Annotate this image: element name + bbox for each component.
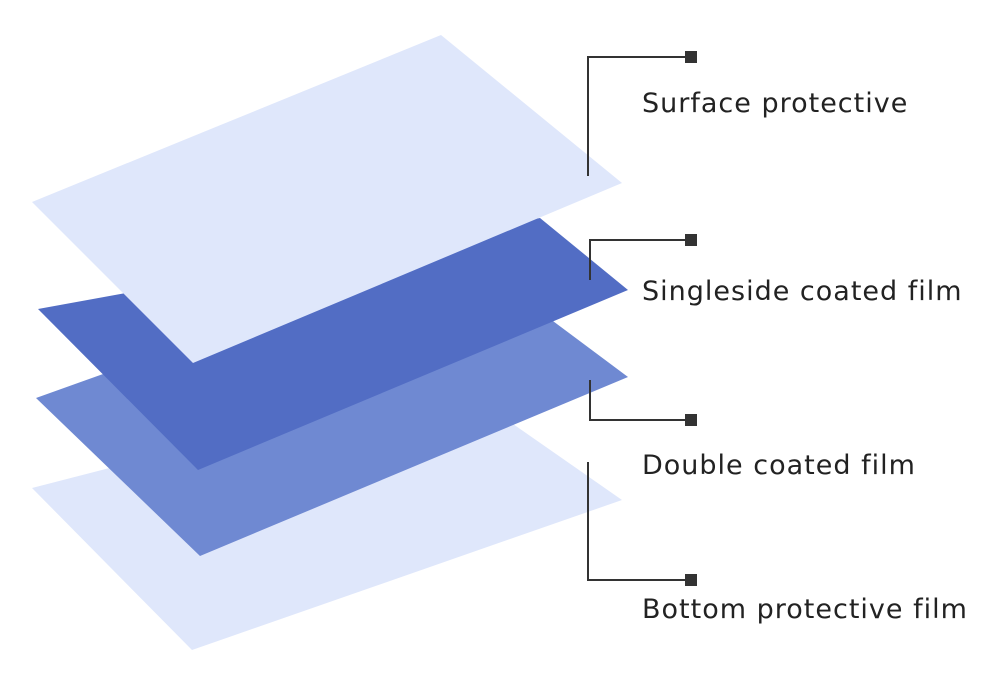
marker-square-bottom [685, 574, 697, 586]
label-bottom-protective-film: Bottom protective film [642, 594, 968, 625]
surface-protective-sheet [32, 35, 622, 363]
label-double-coated-film: Double coated film [642, 450, 916, 481]
leader-line-surface [587, 56, 690, 176]
leader-lines [587, 56, 690, 581]
marker-square-singleside [685, 234, 697, 246]
singleside-coated-film-sheet [38, 218, 628, 470]
leader-line-singleside [589, 239, 690, 280]
marker-square-surface [685, 51, 697, 63]
label-singleside-coated-film: Singleside coated film [642, 276, 963, 307]
leader-end-markers [685, 51, 697, 586]
marker-square-double [685, 414, 697, 426]
bottom-protective-film-sheet [32, 380, 622, 650]
leader-line-double [589, 380, 690, 421]
label-surface-protective: Surface protective [642, 88, 909, 119]
leader-line-bottom [587, 462, 690, 581]
